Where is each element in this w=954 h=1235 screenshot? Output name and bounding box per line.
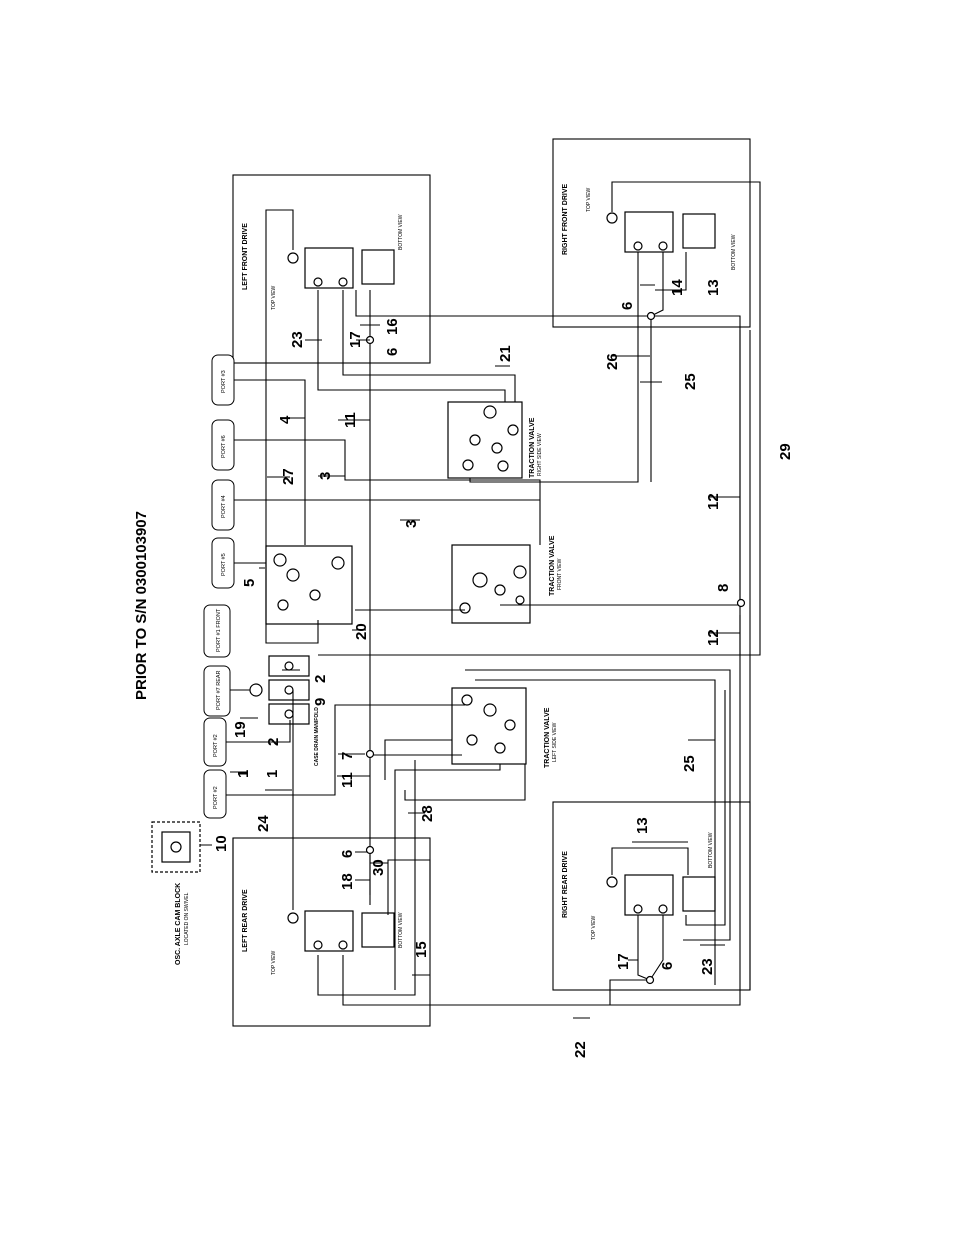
svg-text:PORT #6: PORT #6 [221,435,227,458]
junction-node [646,311,656,321]
callout-21: 21 [497,345,514,362]
svg-text:PORT #2: PORT #2 [213,734,219,757]
svg-text:PORT #3: PORT #3 [221,370,227,393]
callout-11: 11 [342,412,359,428]
callout-13: 13 [705,279,722,296]
osc-axle-cam-block [151,821,201,873]
left-rear-drive-label: LEFT REAR DRIVE [242,889,249,952]
callout-15: 15 [413,941,430,958]
port-4-tag: PORT #4 [211,479,235,531]
callout-7: 7 [339,752,356,760]
traction-valve-front-sublabel: FRONT VIEW [557,558,563,590]
junction-node [736,598,746,608]
callout-20: 20 [353,623,370,640]
lfd-bottom-view: BOTTOM VIEW [398,214,404,250]
callout-16: 16 [384,318,401,335]
osc-axle-cam-block-label: OSC. AXLE CAM BLOCK [175,883,182,965]
callout-6: 6 [619,302,636,310]
callout-26: 26 [604,353,621,370]
port-2-tag-b: PORT #2 [203,769,227,819]
callout-2: 2 [312,675,329,683]
junction-node [645,975,655,985]
callout-29: 29 [777,443,794,460]
lrd-bottom-view: BOTTOM VIEW [398,912,404,948]
callout-6: 6 [339,850,356,858]
svg-text:PORT #7 REAR: PORT #7 REAR [216,670,222,710]
callout-12: 12 [705,629,722,646]
svg-text:PORT #4: PORT #4 [221,495,227,518]
callout-9: 9 [312,698,329,706]
callout-18: 18 [339,873,356,890]
callout-4: 4 [277,415,294,424]
port-7-rear-tag: PORT #7 REAR [203,665,231,717]
callout-3: 3 [317,472,334,480]
callout-10: 10 [213,835,230,852]
callout-12: 12 [705,493,722,510]
page-title: PRIOR TO S/N 0300103907 [133,511,150,700]
svg-text:PORT #5: PORT #5 [221,553,227,576]
right-rear-drive-label: RIGHT REAR DRIVE [562,851,569,918]
junction-node [365,845,375,855]
upper-manifold [265,545,353,625]
traction-valve-right-side [447,401,523,479]
callout-3: 3 [403,520,420,528]
right-rear-drive-motor [606,874,716,916]
callout-1: 1 [264,770,281,778]
callout-22: 22 [572,1041,589,1058]
callout-14: 14 [669,279,686,296]
hose-lines [226,181,761,1010]
svg-text:PORT #2: PORT #2 [213,786,219,809]
left-front-drive-label: LEFT FRONT DRIVE [242,223,249,290]
lrd-top-view: TOP VIEW [271,950,277,975]
traction-valve-left-side [451,687,527,765]
callout-5: 5 [241,579,258,587]
left-front-drive-motor [287,247,395,289]
callout-23: 23 [289,331,306,348]
callout-13: 13 [634,817,651,834]
callout-8: 8 [715,584,732,592]
right-front-drive-label: RIGHT FRONT DRIVE [562,184,569,255]
callout-11: 11 [339,772,356,788]
callout-leaders [200,284,740,1019]
rrd-top-view: TOP VIEW [591,915,597,940]
traction-valve-right-label: TRACTION VALVE [529,417,536,478]
port-6-tag: PORT #6 [211,419,235,471]
callout-17: 17 [615,953,632,970]
case-drain-manifold [249,655,310,725]
callout-25: 25 [682,373,699,390]
callout-30: 30 [370,859,387,876]
callout-6: 6 [659,962,676,970]
callout-1: 1 [235,770,252,778]
traction-valve-front-label: TRACTION VALVE [549,535,556,596]
port-1-front-tag: PORT #1 FRONT [203,604,231,658]
left-front-drive-box [232,174,431,364]
port-5-tag: PORT #5 [211,537,235,589]
callout-27: 27 [280,468,297,485]
right-front-drive-motor [606,211,716,253]
callout-28: 28 [419,805,436,822]
rfd-bottom-view: BOTTOM VIEW [731,234,737,270]
port-2-tag-a: PORT #2 [203,717,227,767]
rrd-bottom-view: BOTTOM VIEW [708,832,714,868]
traction-valve-right-sublabel: RIGHT SIDE VIEW [537,433,543,476]
callout-25: 25 [681,755,698,772]
osc-axle-cam-block-sublabel: LOCATED ON SWIVEL [184,892,190,945]
callout-19: 19 [232,721,249,738]
traction-valve-left-label: TRACTION VALVE [544,707,551,768]
case-drain-manifold-label: CASE DRAIN MANIFOLD [314,707,320,766]
left-rear-drive-motor [287,910,395,952]
junction-node [365,749,375,759]
svg-text:PORT #1 FRONT: PORT #1 FRONT [216,608,222,652]
callout-23: 23 [699,958,716,975]
traction-valve-left-sublabel: LEFT SIDE VIEW [552,722,558,762]
callout-2: 2 [265,738,282,746]
rfd-top-view: TOP VIEW [586,187,592,212]
lfd-top-view: TOP VIEW [271,285,277,310]
traction-valve-front [451,544,531,624]
callout-24: 24 [255,815,272,832]
callout-17: 17 [347,331,364,348]
port-3-tag: PORT #3 [211,354,235,406]
callout-6: 6 [384,348,401,356]
